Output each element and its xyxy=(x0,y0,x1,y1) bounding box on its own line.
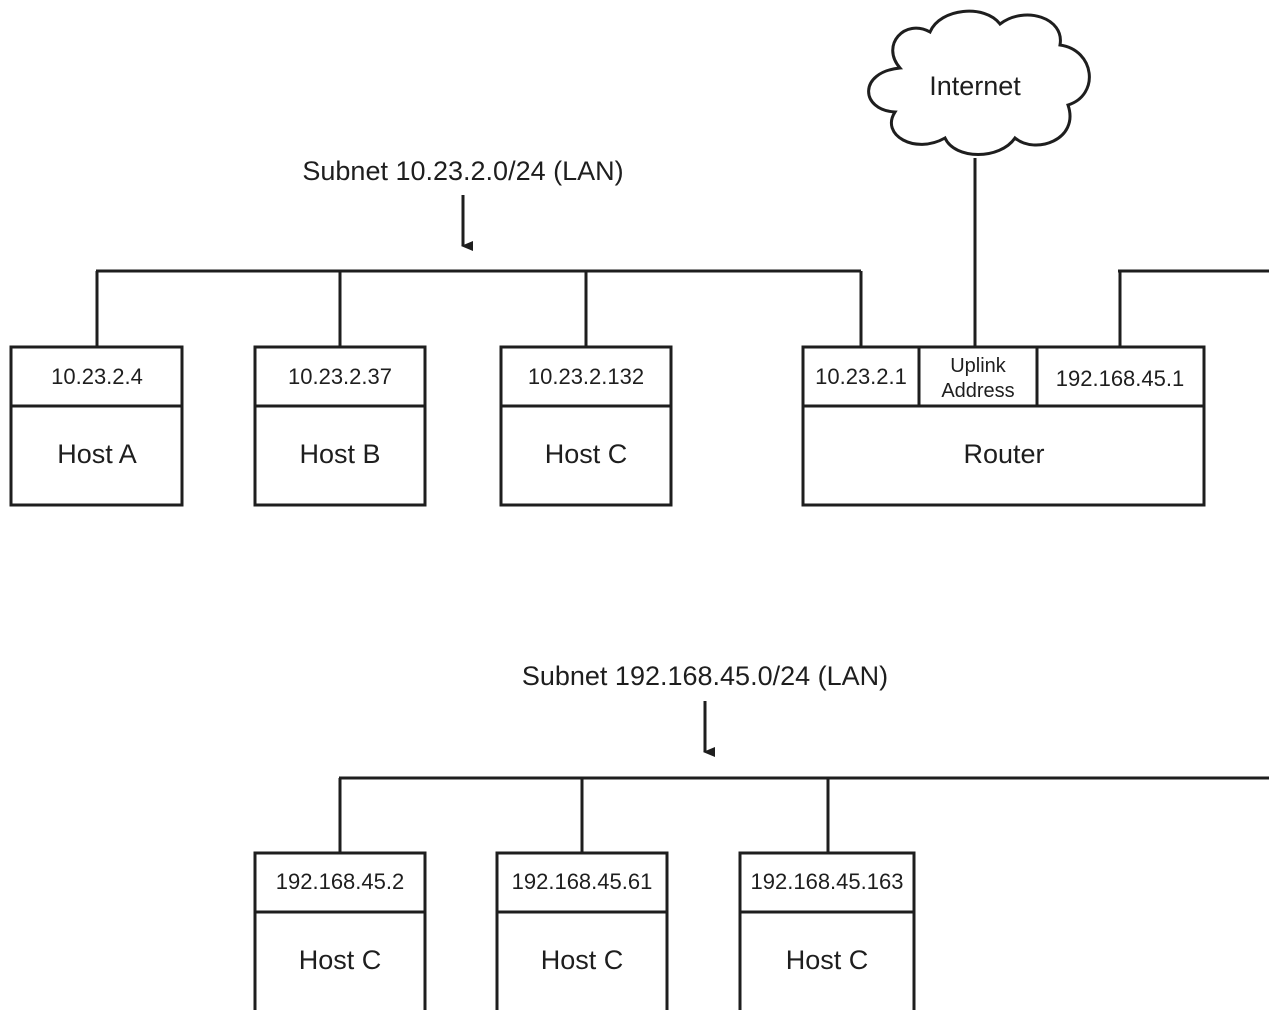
host-c-box: 10.23.2.132 Host C xyxy=(499,345,673,507)
subnet-b-host-2-name: Host C xyxy=(541,945,624,975)
subnet-b-title: Subnet 192.168.45.0/24 (LAN) xyxy=(522,661,888,691)
subnet-a-bus xyxy=(95,269,863,348)
router-uplink-label-line1: Uplink xyxy=(950,355,1007,377)
host-c-address: 10.23.2.132 xyxy=(528,364,644,389)
internet-label: Internet xyxy=(929,71,1021,101)
router-second-lan-address: 192.168.45.1 xyxy=(1056,366,1184,391)
subnet-b-host-2-address: 192.168.45.61 xyxy=(512,869,653,894)
router-uplink-label-line2: Address xyxy=(941,380,1014,402)
router-subnet-b-link xyxy=(1118,269,1269,348)
subnet-b-host-2-box: 192.168.45.61 Host C xyxy=(495,851,669,1010)
subnet-b-host-3-box: 192.168.45.163 Host C xyxy=(738,851,916,1010)
cloud-shape-icon xyxy=(867,9,1091,156)
host-b-box: 10.23.2.37 Host B xyxy=(253,345,427,507)
host-a-name: Host A xyxy=(57,439,137,469)
router-box: 10.23.2.1 Uplink Address 192.168.45.1 Ro… xyxy=(801,345,1206,507)
host-a-box: 10.23.2.4 Host A xyxy=(9,345,184,507)
subnet-b-host-1-box: 192.168.45.2 Host C xyxy=(253,851,427,1010)
internet-cloud: Internet xyxy=(867,9,1091,156)
subnet-b-host-3-address: 192.168.45.163 xyxy=(751,869,904,894)
subnet-b-host-1-name: Host C xyxy=(299,945,382,975)
subnet-b-bus xyxy=(338,776,1269,853)
host-c-name: Host C xyxy=(545,439,628,469)
host-b-name: Host B xyxy=(299,439,380,469)
host-a-address: 10.23.2.4 xyxy=(51,364,143,389)
host-b-address: 10.23.2.37 xyxy=(288,364,392,389)
router-lan-address: 10.23.2.1 xyxy=(815,364,907,389)
router-name: Router xyxy=(963,439,1044,469)
subnet-b-host-3-name: Host C xyxy=(786,945,869,975)
subnet-a-title: Subnet 10.23.2.0/24 (LAN) xyxy=(302,156,623,186)
subnet-b-host-1-address: 192.168.45.2 xyxy=(276,869,404,894)
